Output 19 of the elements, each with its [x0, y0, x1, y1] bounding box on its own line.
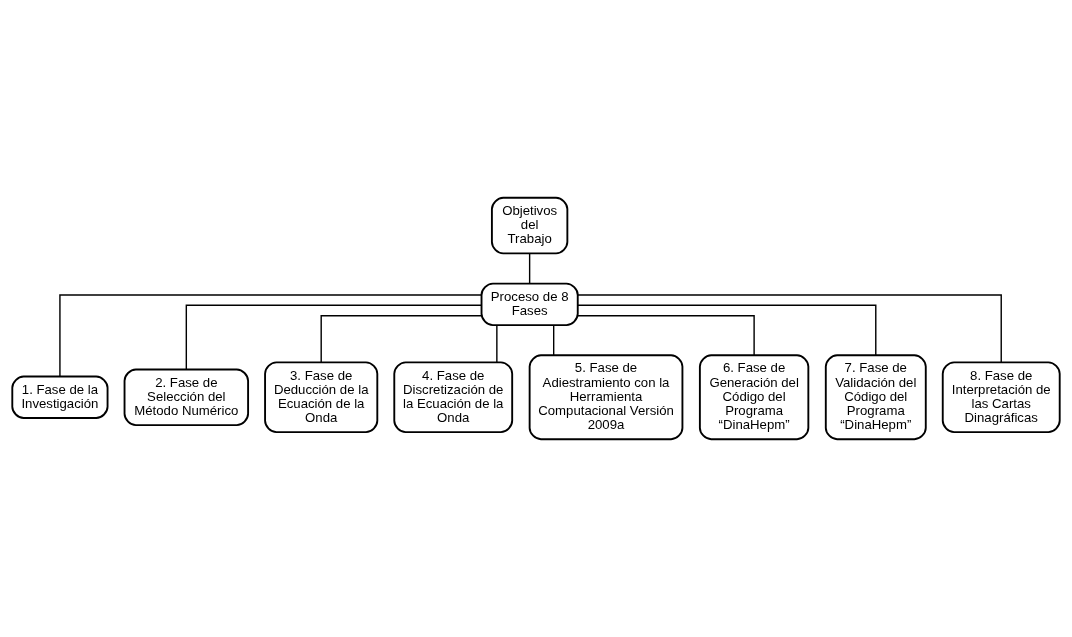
connector	[577, 314, 755, 356]
node-box: 8. Fase de Interpretación de las Cartas Dinagráficas	[941, 361, 1061, 434]
node-box: Proceso de 8 Fases	[480, 282, 579, 327]
node-box: 6. Fase de Generación del Código del Programa “DinaHepm”	[698, 354, 810, 441]
connector	[185, 304, 482, 371]
connector	[496, 324, 498, 363]
connector	[577, 294, 1002, 364]
connector	[577, 304, 877, 356]
connector	[552, 324, 555, 356]
node-box: 2. Fase de Selección del Método Numérico	[123, 368, 250, 427]
node-box: 4. Fase de Discretización de la Ecuación de la Onda	[393, 361, 514, 434]
connector	[59, 294, 482, 377]
connector	[320, 314, 482, 363]
node-box: 5. Fase de Adiestramiento con la Herramienta Computacional Versión 2009a	[528, 354, 684, 441]
node-box: Objetivos del Trabajo	[490, 196, 569, 255]
node-box: 3. Fase de Deducción de la Ecuación de la Onda	[264, 361, 379, 434]
node-box: 1. Fase de la Investigación	[11, 375, 109, 419]
node-box: 7. Fase de Validación del Código del Programa “DinaHepm”	[824, 354, 927, 441]
connector	[528, 252, 531, 285]
